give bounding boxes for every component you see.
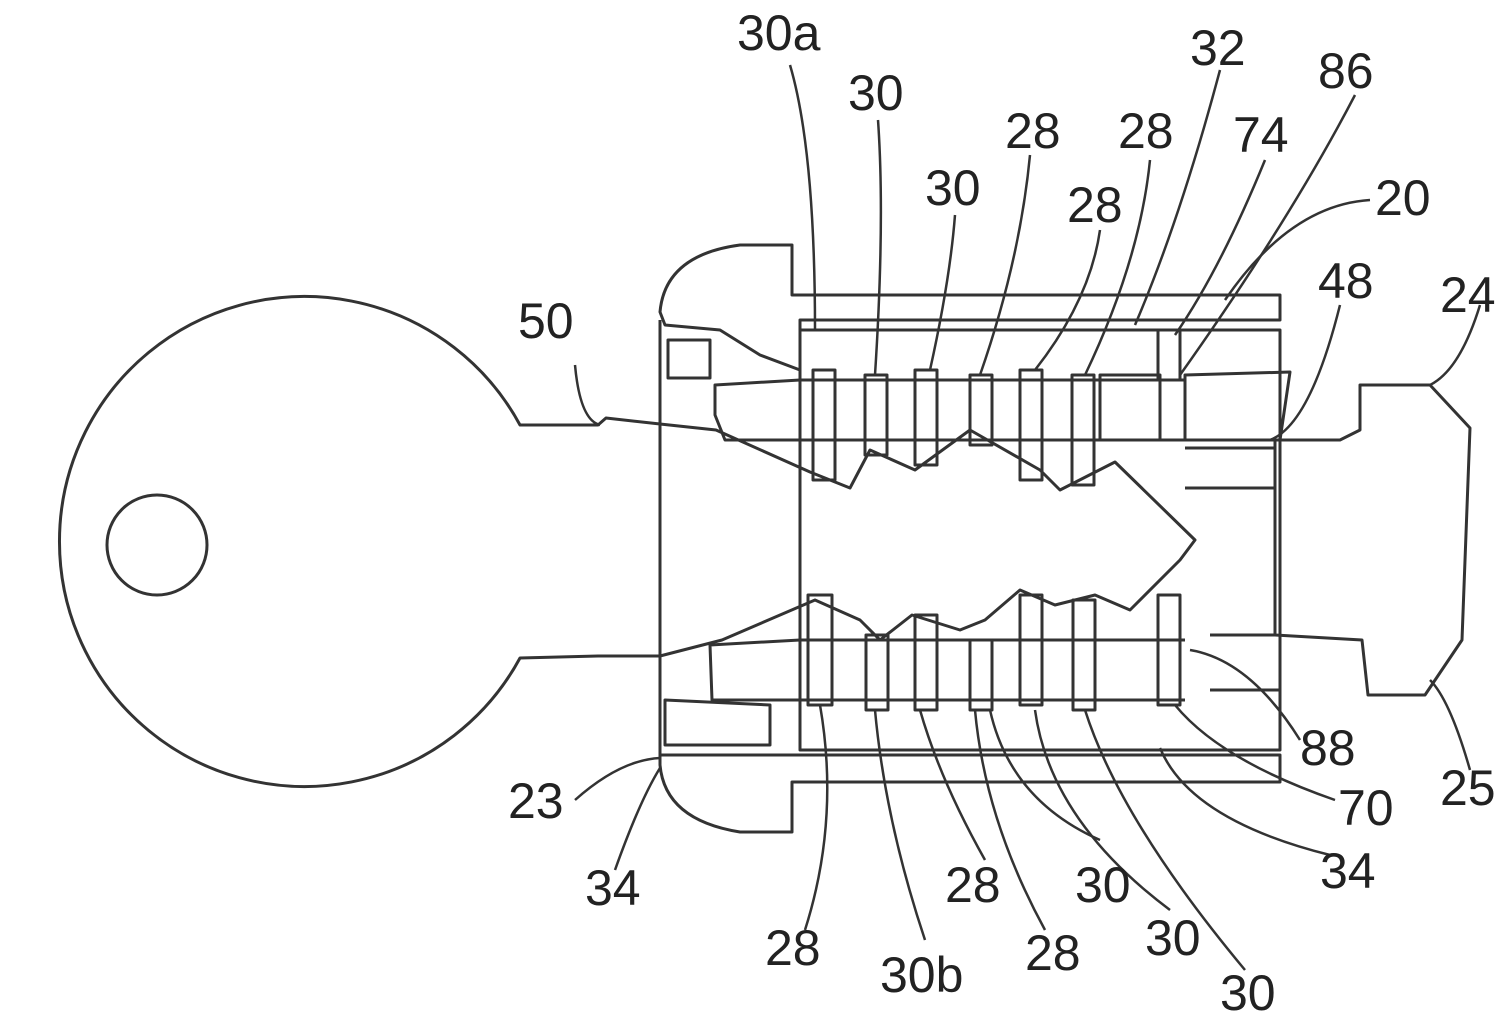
label-30-top-2: 30 — [925, 160, 981, 216]
label-34-left: 34 — [585, 860, 641, 916]
tumbler — [1158, 595, 1180, 705]
tumbler — [865, 375, 887, 455]
tumbler — [915, 370, 937, 465]
label-30-bottom-2: 30 — [1145, 910, 1201, 966]
label-30b: 30b — [880, 947, 963, 1003]
label-88: 88 — [1300, 720, 1356, 776]
label-30a: 30a — [737, 5, 821, 61]
label-25: 25 — [1440, 760, 1496, 816]
tumbler — [1072, 375, 1094, 485]
label-28-bottom-2: 28 — [945, 857, 1001, 913]
label-24: 24 — [1440, 267, 1496, 323]
label-48: 48 — [1318, 253, 1374, 309]
label-30-bottom-3: 30 — [1220, 965, 1276, 1020]
label-50: 50 — [518, 293, 574, 349]
label-23: 23 — [508, 773, 564, 829]
label-28-bottom-3: 28 — [1025, 925, 1081, 981]
cylinder-core — [665, 340, 1185, 745]
label-28-top-2: 28 — [1067, 177, 1123, 233]
label-20: 20 — [1375, 170, 1431, 226]
label-74: 74 — [1233, 107, 1289, 163]
tumblers-top — [813, 330, 1180, 485]
label-30-top-1: 30 — [848, 65, 904, 121]
label-32: 32 — [1190, 20, 1246, 76]
tumbler — [1158, 330, 1180, 380]
tumbler — [915, 615, 937, 710]
tumbler — [970, 375, 992, 445]
tumbler — [813, 370, 835, 480]
key-hole — [107, 495, 207, 595]
tumbler — [1020, 595, 1042, 705]
label-34-right: 34 — [1320, 843, 1376, 899]
tumbler — [1073, 600, 1095, 710]
tumbler — [808, 595, 832, 705]
label-28-bottom-1: 28 — [765, 920, 821, 976]
label-30-bottom-1: 30 — [1075, 857, 1131, 913]
label-70: 70 — [1338, 780, 1394, 836]
label-86: 86 — [1318, 43, 1374, 99]
actuator — [1185, 372, 1470, 695]
label-28-top-1: 28 — [1005, 103, 1061, 159]
label-28-top-3: 28 — [1118, 103, 1174, 159]
reference-labels: 30a 30 30 28 28 28 32 74 86 20 48 24 50 … — [508, 5, 1496, 1020]
